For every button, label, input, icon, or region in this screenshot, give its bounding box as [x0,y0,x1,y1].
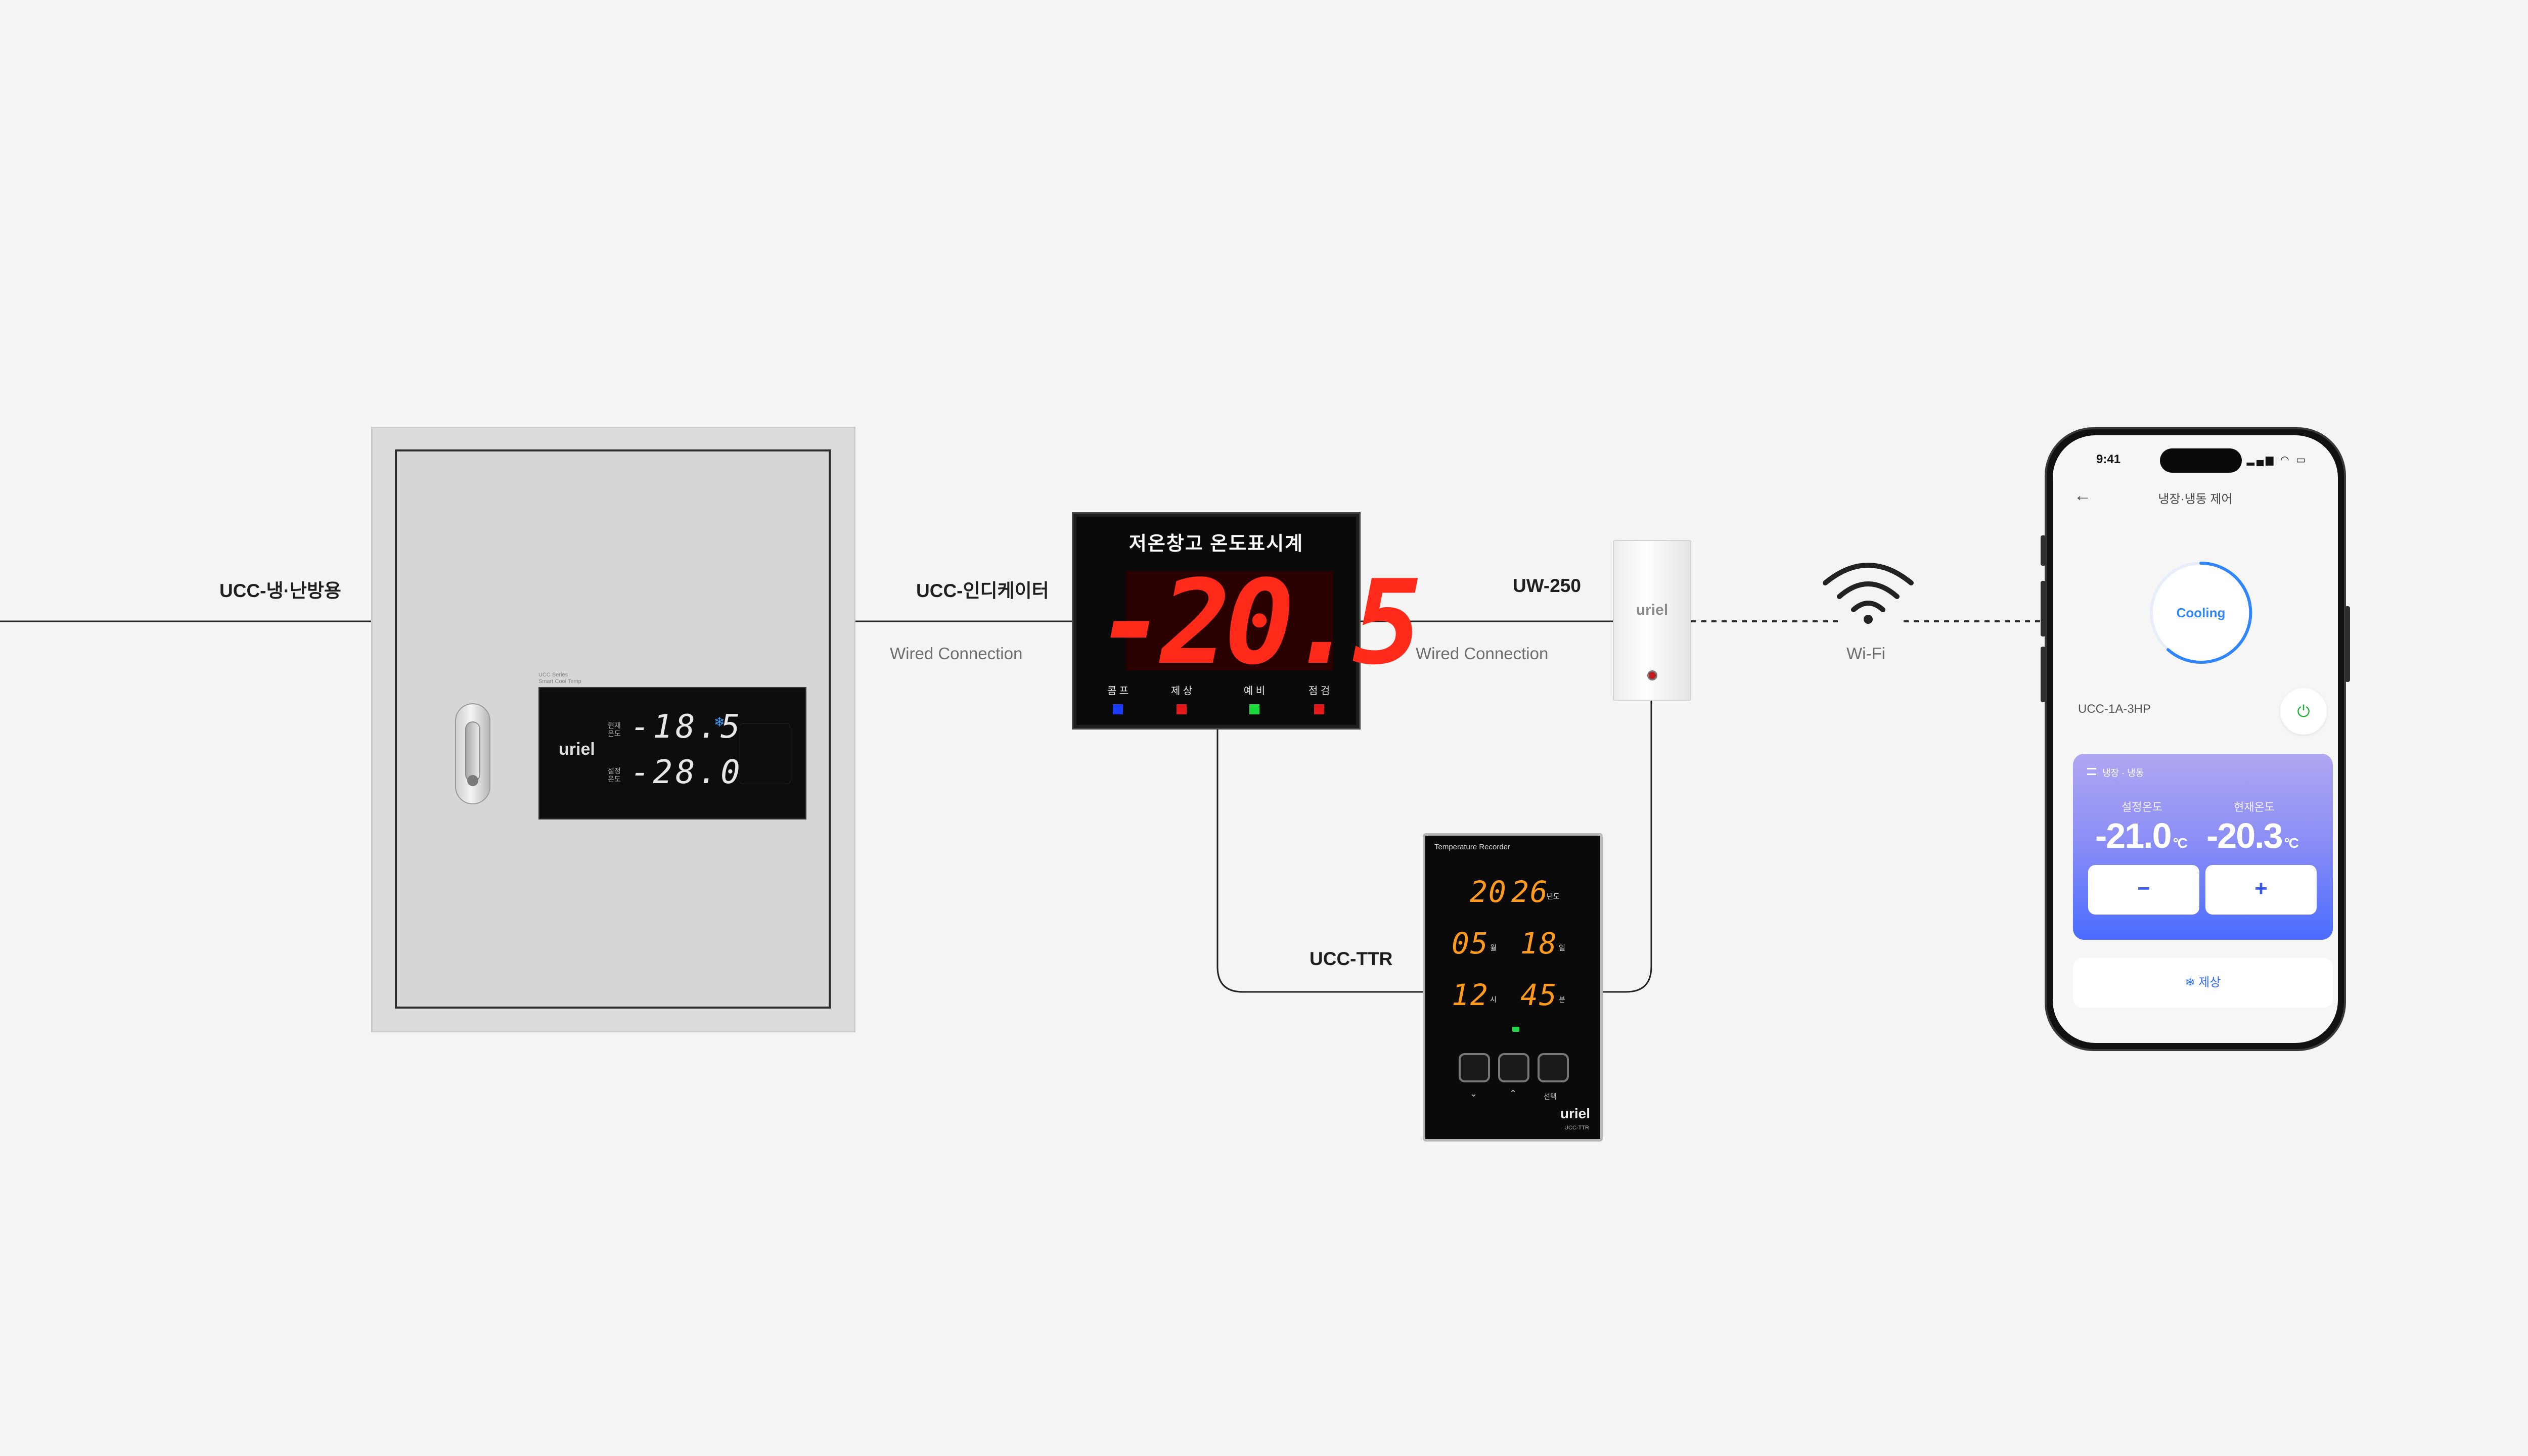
month-digits: 05 [1452,926,1489,961]
year-digits-b: 26 [1511,875,1549,909]
ttr-label: UCC-TTR [1310,948,1393,969]
minute-unit: 분 [1559,995,1565,1004]
year-digits-a: 20 [1470,875,1507,909]
current-temp-value: -20.3°C [2206,816,2299,855]
temperature-recorder: Temperature Recorder 20 26 년도 05 월 18 일 … [1423,833,1603,1142]
year-unit: 년도 [1547,892,1560,900]
defrost-button[interactable]: ❄ 제상 [2073,958,2333,1008]
select-button[interactable] [1538,1053,1569,1082]
hour-digits: 12 [1452,978,1489,1012]
cooling-ring [2150,561,2252,664]
volume-up-button [2041,581,2046,636]
set-temp-value: -21.0°C [2095,816,2188,855]
side-button [2041,535,2046,566]
temperature-card: 냉장 · 냉동 설정온도 현재온도 -21.0°C -20.3°C − + [2073,754,2333,940]
status-led [1512,1027,1519,1032]
power-side-button [2345,606,2350,682]
status-led [1647,670,1657,680]
cooling-status: Cooling [2176,605,2226,620]
indicator-value: -20.5 [1097,556,1422,691]
indicator-title: 저온창고 온도표시계 [1128,533,1304,555]
smartphone: 9:41 ▂▄▆ ◠ ▭ ← 냉장·냉동 제어 Cooling UCC-1A-3… [2041,427,2350,1051]
status-time: 9:41 [2096,452,2121,466]
cabinet-door: UCC Series Smart Cool Temp uriel 현재 온도 -… [395,449,831,1009]
down-button[interactable] [1459,1053,1490,1082]
up-button[interactable] [1498,1053,1529,1082]
uriel-logo: uriel [1636,602,1668,618]
ttr-model: UCC-TTR [1564,1125,1589,1131]
uriel-logo: uriel [559,740,595,759]
current-temp-label: 현재 온도 [608,721,621,738]
wired-connection-label-1: Wired Connection [890,644,1023,663]
uw250-device: uriel [1613,540,1691,701]
menu-icon [2087,768,2096,775]
indicator-screen [1126,571,1333,670]
wifi-icon [1823,560,1914,624]
day-unit: 일 [1559,944,1565,952]
select-label: 선택 [1544,1093,1557,1101]
current-temp-label: 현재온도 [2234,801,2275,813]
snowflake-icon: ❄ [714,714,725,730]
current-temp-display: -18.5 [630,708,743,746]
controller-series: UCC Series Smart Cool Temp [538,672,581,685]
wire-indicator-ttr [1216,728,1423,993]
day-digits: 18 [1520,926,1558,961]
decrease-button[interactable]: − [2088,865,2199,915]
handle-grip [465,721,480,782]
month-unit: 월 [1490,944,1497,952]
uriel-logo: uriel [1560,1106,1590,1121]
volume-down-button [2041,647,2046,702]
set-temp-label: 설정 온도 [608,767,621,783]
uw250-label: UW-250 [1513,575,1581,596]
ttr-title: Temperature Recorder [1434,843,1511,851]
back-arrow-icon[interactable]: ← [2074,486,2091,505]
led-spare: 예 비 [1234,682,1275,714]
mode-label: 냉장 · 냉동 [2102,768,2144,778]
indicator-label: UCC-인디케이터 [916,580,1049,601]
power-icon[interactable]: ⏻ [2280,688,2327,735]
chevron-up-icon: ⌃ [1509,1088,1517,1099]
wifi-label: Wi-Fi [1846,644,1885,663]
led-compressor: 콤 프 [1098,682,1138,714]
cabinet-controller-panel: uriel 현재 온도 -18.5 ❄ 설정 온도 -28.0 [538,687,806,820]
wire-uw-ttr [1603,701,1652,993]
dynamic-island [2160,448,2242,473]
status-icons: ▂▄▆ ◠ ▭ [2246,454,2308,466]
chevron-down-icon: ⌄ [1470,1088,1478,1099]
app-screen: 9:41 ▂▄▆ ◠ ▭ ← 냉장·냉동 제어 Cooling UCC-1A-3… [2053,435,2338,1043]
touch-keys[interactable] [740,723,790,784]
led-inspection: 점 검 [1299,682,1339,714]
cabinet-label: UCC-냉·난방용 [219,580,341,601]
hour-unit: 시 [1490,995,1497,1004]
lock-icon [467,775,478,786]
door-handle[interactable] [455,703,490,804]
temperature-indicator: 저온창고 온도표시계 -20.5 콤 프 제 상 예 비 점 검 [1073,514,1422,728]
control-cabinet: UCC Series Smart Cool Temp uriel 현재 온도 -… [371,427,855,1032]
led-defrost: 제 상 [1161,682,1202,714]
wired-connection-label-2: Wired Connection [1416,644,1549,663]
minute-digits: 45 [1520,978,1558,1012]
set-temp-label: 설정온도 [2121,801,2162,813]
increase-button[interactable]: + [2205,865,2317,915]
page-title: 냉장·냉동 제어 [2158,492,2233,506]
set-temp-display: -28.0 [630,754,743,791]
device-name: UCC-1A-3HP [2078,702,2151,716]
